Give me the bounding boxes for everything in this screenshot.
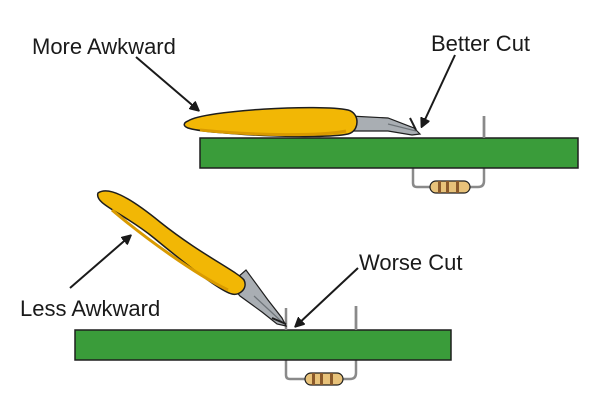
bottom-scene bbox=[69, 190, 452, 386]
bottom-cutter-handle bbox=[96, 190, 246, 296]
more-awkward-arrow bbox=[135, 56, 198, 110]
top-resistor-lead-right bbox=[470, 116, 486, 189]
top-cutter-handle bbox=[183, 106, 358, 138]
top-circuit-board bbox=[199, 137, 579, 169]
bottom-circuit-board bbox=[74, 329, 452, 361]
better-cut-label: Better Cut bbox=[431, 31, 531, 56]
bottom-resistor-lead bbox=[284, 330, 305, 381]
top-flush-cutter bbox=[183, 106, 422, 138]
less-awkward-label: Less Awkward bbox=[20, 296, 161, 321]
less-awkward-arrow bbox=[69, 236, 130, 289]
top-scene bbox=[135, 54, 579, 194]
worse-cut-label: Worse Cut bbox=[359, 250, 463, 275]
top-resistor-lead bbox=[411, 138, 430, 189]
bottom-resistor bbox=[304, 372, 344, 386]
better-cut-arrow bbox=[422, 54, 456, 126]
top-cutter-blade bbox=[349, 115, 422, 136]
more-awkward-label: More Awkward bbox=[32, 34, 176, 59]
worse-cut-arrow bbox=[296, 267, 359, 326]
bottom-resistor-lead-right bbox=[343, 306, 358, 381]
bottom-flush-cutter bbox=[96, 190, 288, 327]
top-resistor bbox=[429, 180, 471, 194]
